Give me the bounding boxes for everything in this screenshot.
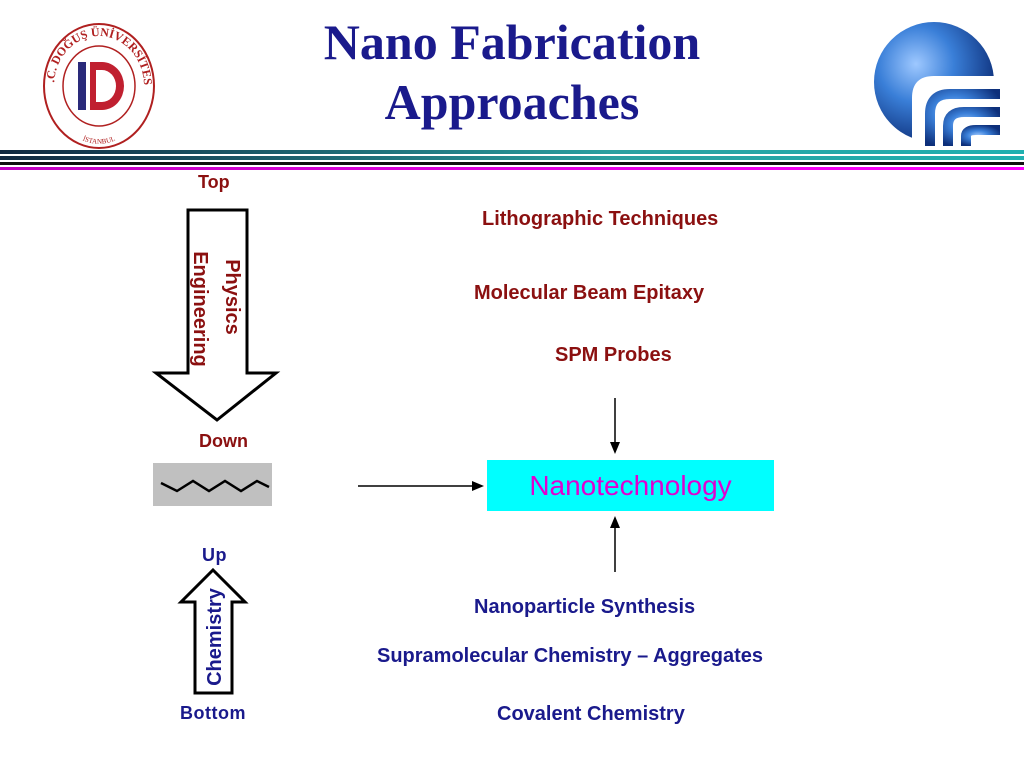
horizontal-arrow — [358, 481, 484, 491]
nanotechnology-box: Nanotechnology — [487, 460, 774, 511]
label-chemistry: Chemistry — [204, 588, 226, 686]
molecule-zigzag-box — [153, 463, 272, 506]
arrow-down-into-box — [610, 398, 620, 454]
bottom-up-arrow — [177, 567, 249, 695]
label-top: Top — [198, 172, 230, 192]
title-line-1: Nano Fabrication — [323, 14, 701, 70]
page-title: Nano Fabrication Approaches — [250, 12, 774, 132]
item-mbe: Molecular Beam Epitaxy — [474, 282, 705, 304]
top-down-arrow — [151, 208, 281, 422]
title-line-2: Approaches — [384, 74, 640, 130]
label-up: Up — [202, 545, 227, 565]
label-physics: Physics — [221, 259, 243, 335]
sphere-logo — [874, 22, 1000, 146]
label-bottom: Bottom — [180, 703, 246, 723]
nanotechnology-label: Nanotechnology — [529, 469, 732, 501]
label-engineering: Engineering — [189, 251, 211, 367]
header-divider — [0, 150, 1024, 172]
item-spm: SPM Probes — [555, 344, 672, 366]
item-lithographic: Lithographic Techniques — [482, 208, 719, 230]
svg-text:İSTANBUL: İSTANBUL — [82, 135, 117, 146]
label-down: Down — [199, 431, 248, 451]
logo-text-bottom: İSTANBUL — [82, 135, 117, 146]
item-supramolecular: Supramolecular Chemistry – Aggregates — [377, 645, 764, 667]
item-covalent: Covalent Chemistry — [497, 703, 685, 725]
arrow-up-into-box — [610, 516, 620, 572]
item-nanoparticle: Nanoparticle Synthesis — [474, 596, 696, 618]
